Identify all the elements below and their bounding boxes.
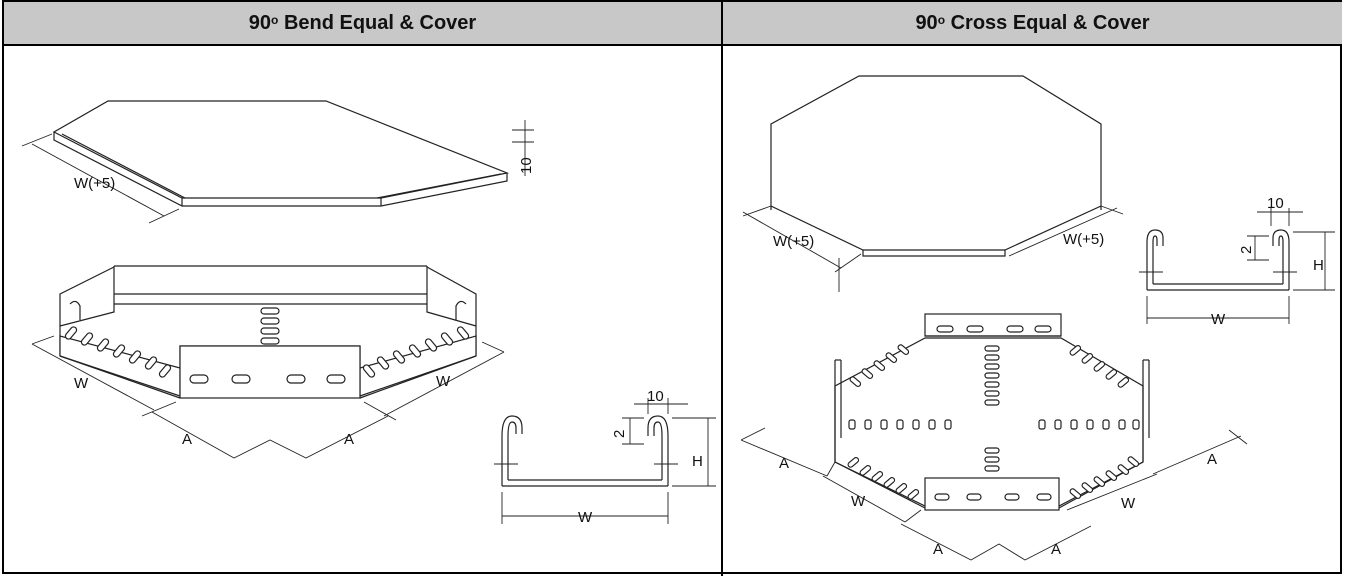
bend-drawing: W(+5) 10 bbox=[21, 100, 716, 526]
bend-tray bbox=[59, 265, 477, 399]
cross-arm-dimensions: A W A A W A bbox=[740, 427, 1248, 561]
cross-cross-section: 10 2 H W bbox=[1139, 195, 1335, 328]
bend-arm-dimensions: A A bbox=[151, 411, 389, 459]
cross-section-width-label: W bbox=[1211, 311, 1226, 328]
cross-cover bbox=[770, 75, 1102, 257]
cross-tray-width-left-label: W bbox=[851, 493, 866, 510]
bend-arm-left-label: A bbox=[182, 431, 192, 448]
bend-cover-height-label: 10 bbox=[518, 157, 535, 174]
panel-divider bbox=[721, 2, 723, 576]
bend-arm-right-label: A bbox=[344, 431, 354, 448]
bend-section-height-label: H bbox=[692, 453, 703, 470]
cross-arm-left-label: A bbox=[779, 455, 789, 472]
cross-cover-width-left-label: W(+5) bbox=[773, 233, 814, 250]
cross-tray-width-right-label: W bbox=[1121, 495, 1136, 512]
bend-section-top-label: 10 bbox=[647, 388, 664, 405]
panel-cross: W(+5) W(+5) 10 bbox=[723, 46, 1342, 574]
bend-tray-width-right-label: W bbox=[436, 373, 451, 390]
header-cross-title: Cross Equal & Cover bbox=[945, 11, 1150, 34]
cross-section-lip-label: 2 bbox=[1238, 246, 1255, 254]
panel-bend: W(+5) 10 bbox=[4, 46, 721, 574]
bend-section-width-label: W bbox=[578, 509, 593, 526]
cross-cover-width-dimensions: W(+5) W(+5) bbox=[742, 205, 1124, 292]
header-bend-degree: o bbox=[271, 13, 279, 27]
header-bend-prefix: 90 bbox=[248, 11, 272, 34]
bend-cover bbox=[52, 100, 510, 207]
cross-tray bbox=[834, 313, 1150, 511]
header-bend-title: Bend Equal & Cover bbox=[278, 11, 477, 34]
bend-cover-width-label: W(+5) bbox=[74, 175, 115, 192]
bend-cover-height-dimension: 10 bbox=[512, 120, 535, 176]
cross-cover-width-right-label: W(+5) bbox=[1063, 231, 1104, 248]
bend-cross-section: 10 2 H W bbox=[494, 388, 716, 526]
cross-bottom-arm-left-label: A bbox=[933, 541, 943, 558]
header-cross-degree: o bbox=[937, 13, 946, 27]
header-cross-prefix: 90 bbox=[915, 11, 938, 34]
cross-section-height-label: H bbox=[1313, 257, 1324, 274]
bend-section-lip-label: 2 bbox=[611, 430, 628, 438]
bend-cover-width-dimension: W(+5) bbox=[21, 133, 180, 224]
cross-drawing: W(+5) W(+5) 10 bbox=[740, 75, 1335, 561]
cross-bottom-arm-right-label: A bbox=[1051, 541, 1061, 558]
bend-tray-width-left-label: W bbox=[74, 375, 89, 392]
cross-section-top-label: 10 bbox=[1267, 195, 1284, 212]
cross-arm-right-label: A bbox=[1207, 451, 1217, 468]
bend-tray-width-dimensions: W W bbox=[31, 335, 505, 421]
